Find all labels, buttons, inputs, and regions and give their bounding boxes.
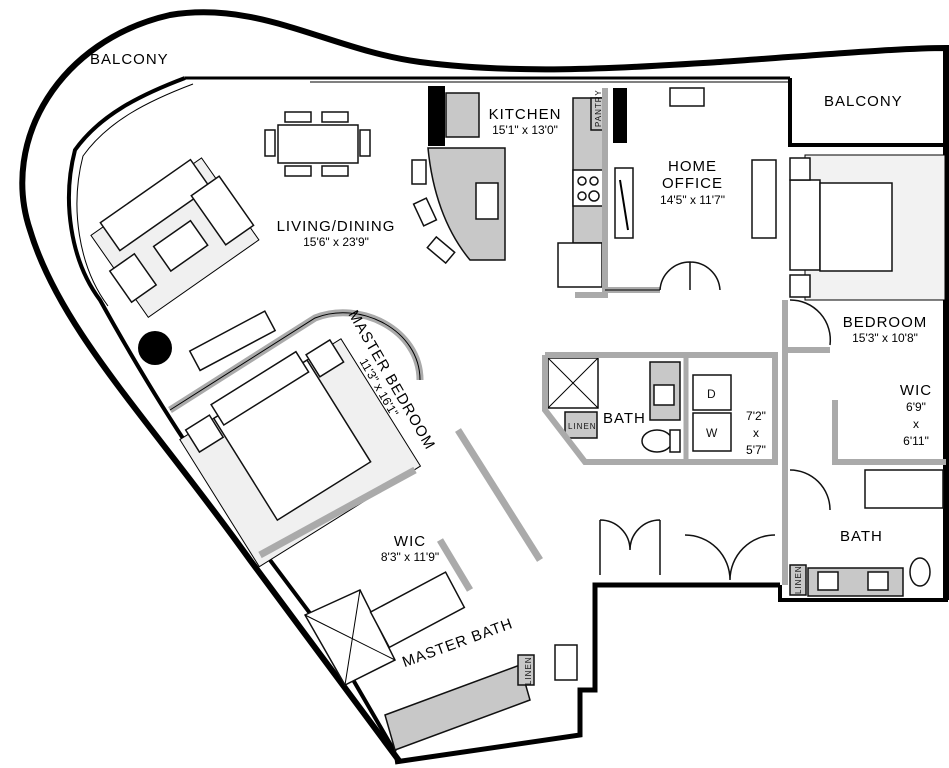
office-name-2: OFFICE [662, 175, 723, 192]
office-size: 14'5" x 11'7" [660, 193, 725, 207]
wic-master-size: 8'3" x 11'9" [380, 550, 440, 564]
laundry-x: x [753, 426, 759, 440]
kitchen-name: KITCHEN [488, 106, 562, 123]
wic-small-height: 6'11" [903, 434, 929, 448]
living-size: 15'6" x 23'9" [303, 235, 369, 249]
balcony-left-label: BALCONY [90, 51, 169, 68]
dryer-label: D [707, 387, 717, 401]
bedroom-name: BEDROOM [842, 314, 928, 331]
bedroom-label: BEDROOM 15'3" x 10'8" [835, 314, 935, 345]
column [138, 331, 172, 365]
office-label: HOME OFFICE 14'5" x 11'7" [645, 158, 740, 209]
office-name-1: HOME [668, 158, 717, 175]
bedroom-size: 15'3" x 10'8" [852, 331, 918, 345]
linen-bath2-label: LINEN [794, 565, 803, 594]
kitchen-label: KITCHEN 15'1" x 13'0" [480, 106, 570, 137]
laundry-size: 7'2" x 5'7" [738, 408, 774, 459]
wic-small-width: 6'9" [906, 400, 926, 414]
living-label: LIVING/DINING 15'6" x 23'9" [266, 218, 406, 249]
bath2-label: BATH [840, 528, 883, 545]
bath-label: BATH [603, 410, 646, 427]
balcony-right-label: BALCONY [824, 93, 903, 110]
balcony-outline [19, 9, 949, 764]
wic-small-label: WIC 6'9" x 6'11" [893, 382, 939, 450]
kitchen-island [427, 147, 506, 261]
laundry-height: 5'7" [746, 443, 766, 457]
living-name: LIVING/DINING [276, 218, 396, 235]
wic-master-label: WIC 8'3" x 11'9" [360, 533, 460, 564]
kitchen-size: 15'1" x 13'0" [492, 123, 558, 137]
wic-small-name: WIC [899, 382, 933, 399]
linen-master-label: LINEN [524, 656, 533, 685]
pantry-label: PANTRY [594, 89, 603, 127]
wic-master-name: WIC [393, 533, 427, 550]
linen-bath-label: LINEN [568, 422, 597, 431]
washer-label: W [706, 426, 718, 440]
wic-small-x: x [913, 417, 919, 431]
laundry-width: 7'2" [746, 409, 766, 423]
